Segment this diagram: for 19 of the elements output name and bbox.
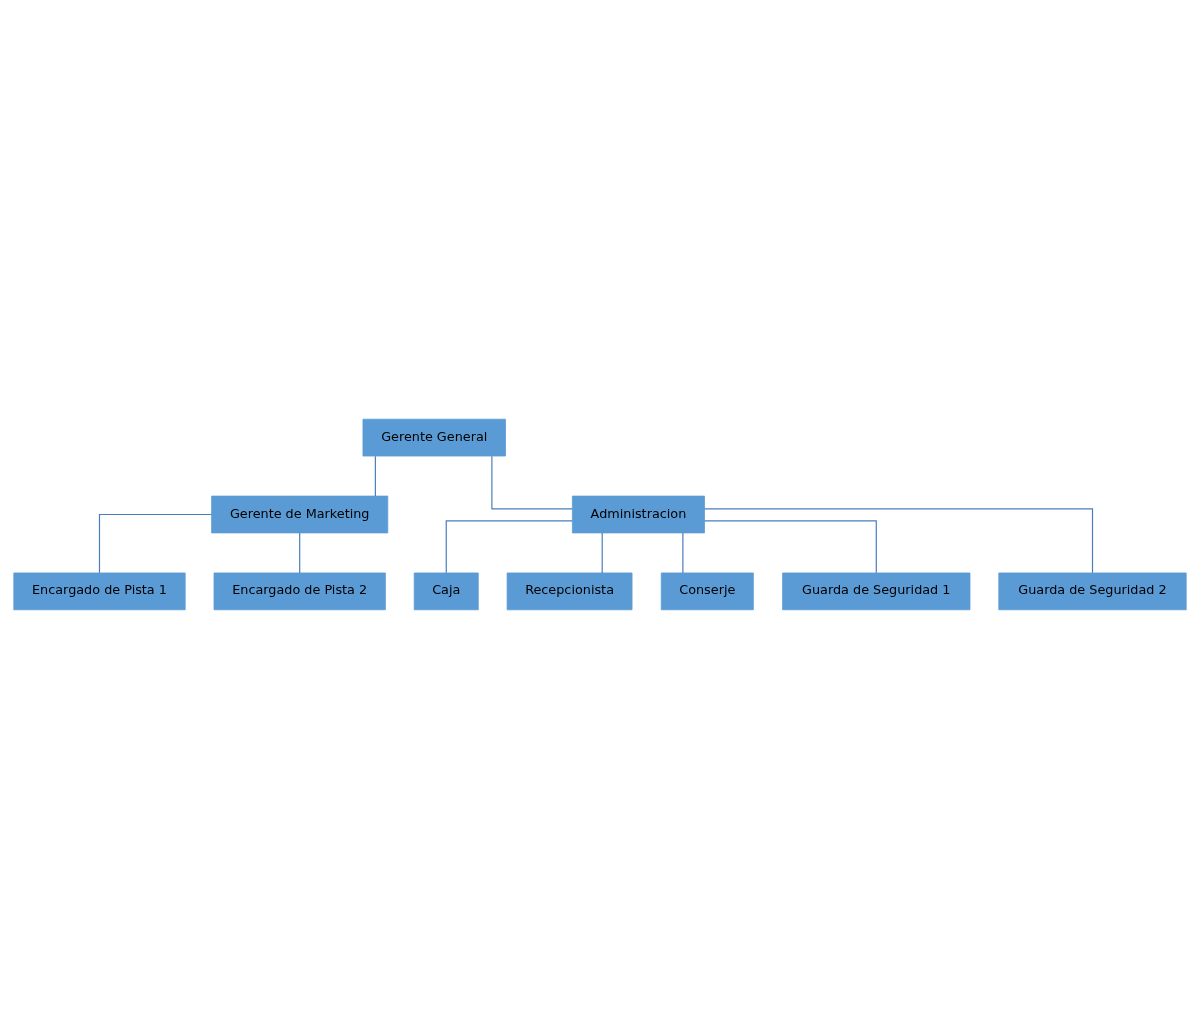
node-box: Encargado de Pista 2	[213, 572, 386, 610]
connector	[704, 519, 877, 573]
node-box: Administracion	[571, 495, 705, 533]
node-box: Caja	[413, 572, 479, 610]
node-box: Gerente de Marketing	[211, 495, 389, 533]
node-box: Conserje	[660, 572, 754, 610]
connector	[98, 513, 213, 573]
connector	[682, 532, 684, 574]
node-box: Encargado de Pista 1	[13, 572, 186, 610]
node-box: Recepcionista	[506, 572, 633, 610]
connector	[445, 519, 573, 573]
node-box: Guarda de Seguridad 2	[998, 572, 1187, 610]
connector	[299, 532, 301, 574]
node-box: Guarda de Seguridad 1	[782, 572, 971, 610]
connector	[601, 532, 603, 574]
connector	[704, 507, 1094, 573]
connector	[374, 455, 376, 497]
connector	[491, 455, 573, 509]
node-box: Gerente General	[362, 418, 506, 456]
